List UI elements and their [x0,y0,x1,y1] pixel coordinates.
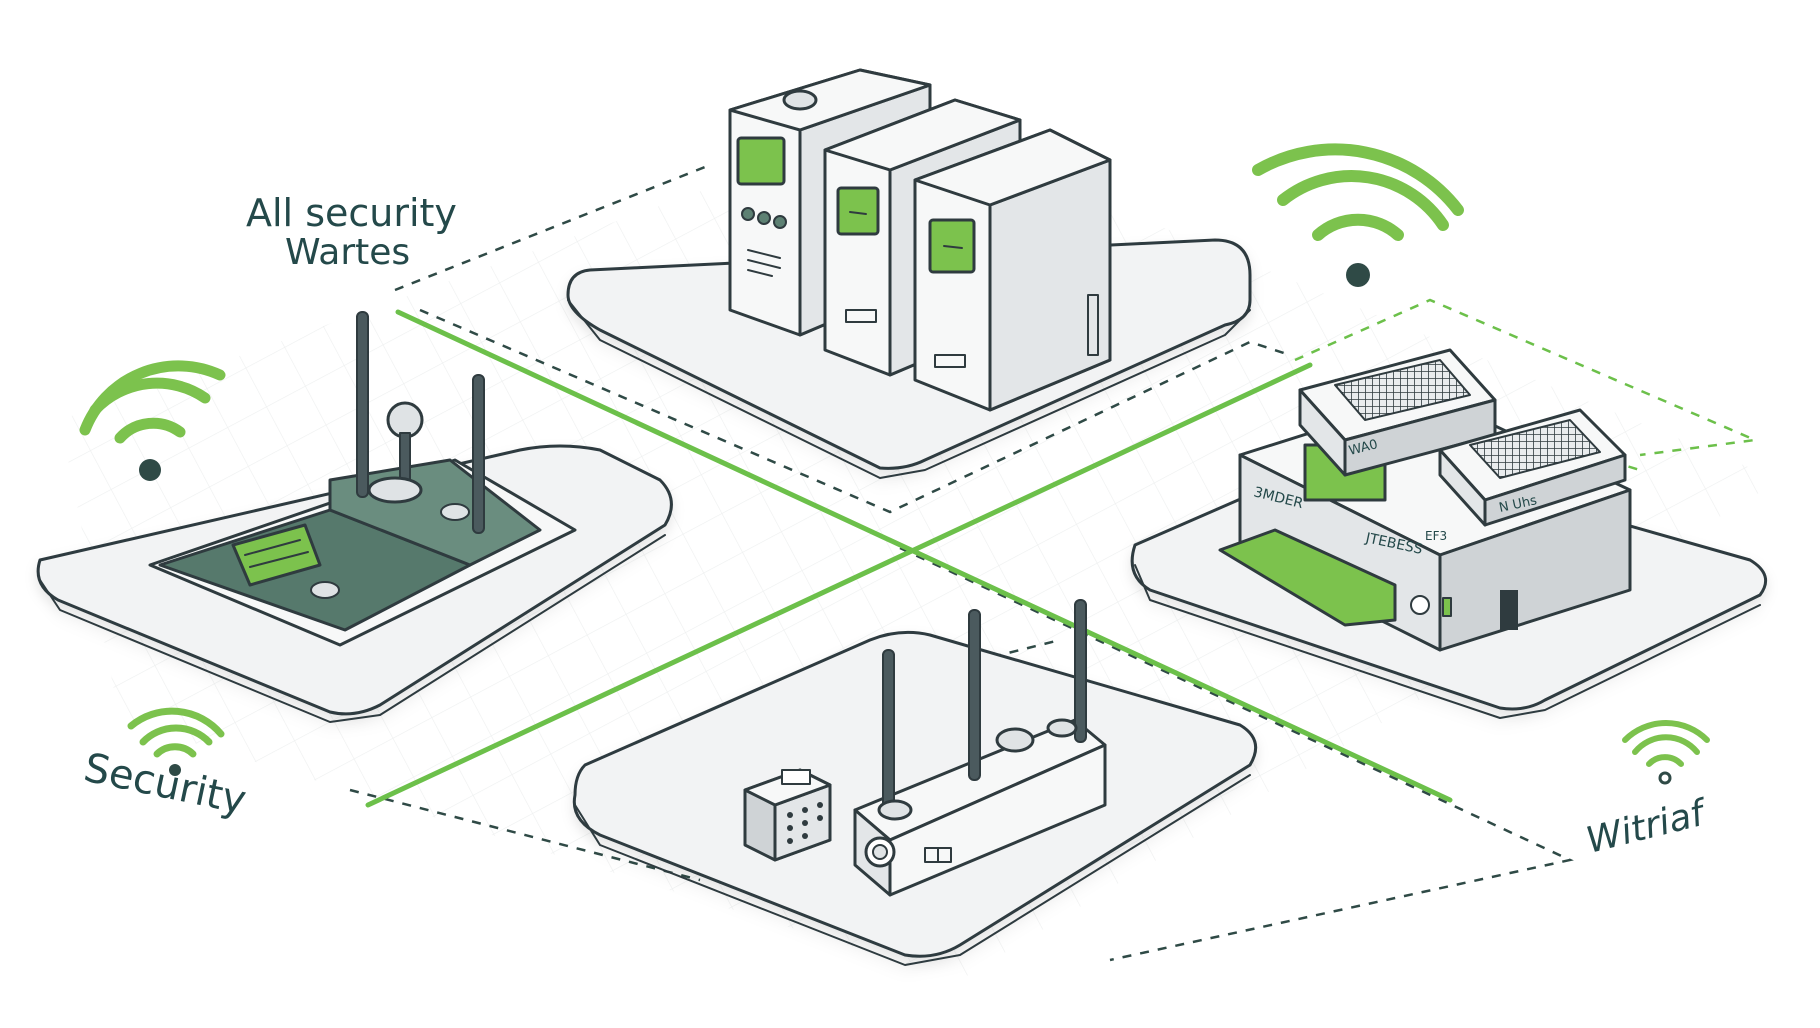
firewall-panel-label-3: EF3 [1425,529,1447,543]
top-left-label-line2: Wartes [285,232,410,273]
switch-box-label-1: WA0 [1347,437,1379,459]
wifi-icon [1252,143,1464,287]
witriaf-label: Witriaf [1582,792,1713,862]
router-board [148,311,577,647]
wifi-icon [127,707,225,776]
wifi-icon [1622,720,1710,785]
server-rack-3 [913,128,1112,412]
security-label: Security [80,745,250,824]
firewall-appliance: 3MDER JTEBESS EF3 WA0 N Uhs [1218,348,1632,652]
wireless-router [853,599,1107,897]
green-links [365,309,1453,808]
wifi-icon [79,360,226,481]
keypad-device [743,768,832,862]
top-left-label-line1: All security [246,191,457,235]
